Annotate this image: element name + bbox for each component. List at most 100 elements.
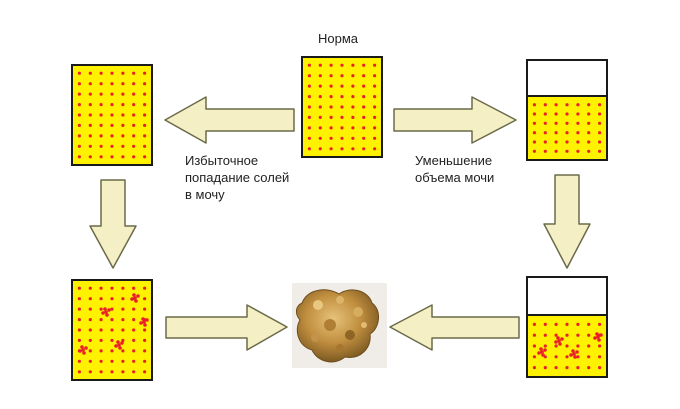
salt-dot xyxy=(110,360,113,363)
salt-dot xyxy=(78,360,81,363)
salt-dot xyxy=(308,64,311,67)
salt-dot xyxy=(544,122,547,125)
salt-dot xyxy=(319,137,322,140)
salt-dot xyxy=(340,85,343,88)
salt-dot xyxy=(143,72,146,75)
salt-dot xyxy=(121,360,124,363)
salt-crystal xyxy=(118,346,122,350)
salt-dot xyxy=(308,74,311,77)
arrow-down-icon xyxy=(90,180,136,268)
salt-dot xyxy=(533,323,536,326)
salt-dot xyxy=(565,334,568,337)
salt-dot xyxy=(121,124,124,127)
salt-dot xyxy=(89,360,92,363)
salt-dot xyxy=(587,112,590,115)
salt-dot xyxy=(89,328,92,331)
salt-dot xyxy=(565,122,568,125)
salt-dot xyxy=(132,318,135,321)
salt-dot xyxy=(351,137,354,140)
salt-dot xyxy=(89,308,92,311)
salt-dot xyxy=(89,103,92,106)
salt-crystal xyxy=(593,336,597,340)
salt-dot xyxy=(78,113,81,116)
salt-dot xyxy=(121,287,124,290)
salt-dot xyxy=(132,360,135,363)
salt-dot xyxy=(319,95,322,98)
salt-dot xyxy=(78,297,81,300)
salt-dot xyxy=(121,72,124,75)
salt-dot xyxy=(373,147,376,150)
salt-dot xyxy=(132,82,135,85)
salt-dot xyxy=(110,308,113,311)
salt-dot xyxy=(587,122,590,125)
salt-dot xyxy=(555,323,558,326)
salt-dot xyxy=(100,318,103,321)
salt-dot xyxy=(100,308,103,311)
salt-dot xyxy=(110,72,113,75)
salt-dot xyxy=(587,334,590,337)
salt-dot xyxy=(565,140,568,143)
salt-dot xyxy=(110,297,113,300)
salt-dot xyxy=(362,85,365,88)
salt-dot xyxy=(100,287,103,290)
salt-crystal xyxy=(541,353,545,357)
salt-dot xyxy=(362,95,365,98)
caption-reduced-volume: Уменьшение объема мочи xyxy=(415,152,494,186)
salt-dot xyxy=(373,116,376,119)
salt-dot xyxy=(100,145,103,148)
salt-dot xyxy=(330,116,333,119)
salt-dot xyxy=(132,308,135,311)
salt-dot xyxy=(100,349,103,352)
salt-dot xyxy=(351,126,354,129)
salt-dot xyxy=(544,140,547,143)
salt-dot xyxy=(565,112,568,115)
kidney-stone-photo xyxy=(292,283,387,368)
salt-dot xyxy=(565,131,568,134)
salt-dot xyxy=(555,366,558,369)
salt-dot xyxy=(89,155,92,158)
arrow-right-icon xyxy=(166,305,287,350)
salt-dot xyxy=(143,134,146,137)
caption-line: в мочу xyxy=(185,186,289,203)
salt-crystal xyxy=(569,353,573,357)
salt-dot xyxy=(89,134,92,137)
salt-crystal xyxy=(136,294,140,298)
salt-dot xyxy=(373,126,376,129)
salt-dot xyxy=(598,140,601,143)
salt-dot xyxy=(78,328,81,331)
salt-dot xyxy=(121,308,124,311)
salt-dot xyxy=(89,72,92,75)
salt-dot xyxy=(100,360,103,363)
salt-dot xyxy=(121,113,124,116)
salt-dot xyxy=(362,116,365,119)
salt-dot xyxy=(78,134,81,137)
salt-dot xyxy=(576,323,579,326)
salt-dot xyxy=(143,339,146,342)
salt-dot xyxy=(340,126,343,129)
salt-dot xyxy=(100,155,103,158)
salt-dot xyxy=(598,344,601,347)
salt-crystal xyxy=(554,340,558,344)
salt-dot xyxy=(555,103,558,106)
arrow-left-icon xyxy=(390,305,519,350)
salt-dot xyxy=(121,328,124,331)
salt-dot xyxy=(89,370,92,373)
salt-dot xyxy=(319,74,322,77)
salt-dot xyxy=(598,112,601,115)
salt-dot xyxy=(100,134,103,137)
salt-dot xyxy=(330,105,333,108)
salt-dot xyxy=(533,366,536,369)
salt-dot xyxy=(121,349,124,352)
salt-dot xyxy=(110,287,113,290)
salt-dot xyxy=(544,112,547,115)
salt-crystal xyxy=(597,338,601,342)
salt-dot xyxy=(533,122,536,125)
salt-crystal xyxy=(114,344,118,348)
salt-dot xyxy=(587,355,590,358)
salt-dot xyxy=(121,370,124,373)
salt-dot xyxy=(576,366,579,369)
salt-dot xyxy=(308,105,311,108)
salt-dot xyxy=(132,349,135,352)
salt-dot xyxy=(598,131,601,134)
